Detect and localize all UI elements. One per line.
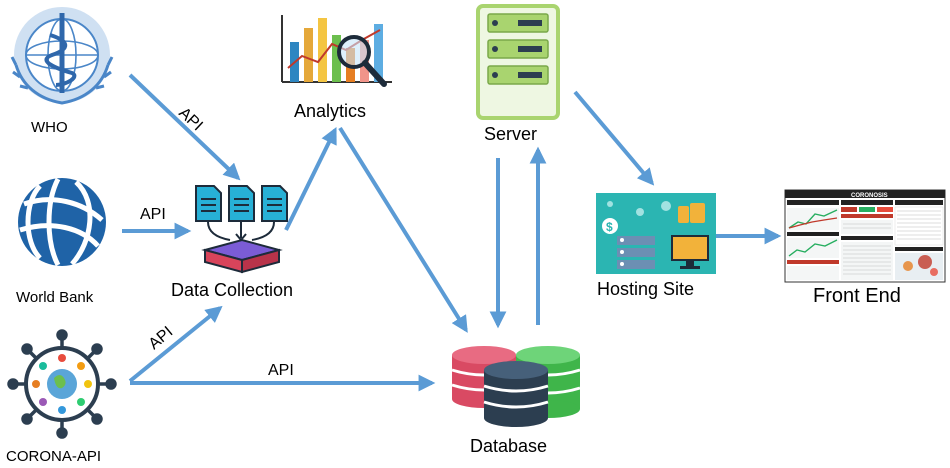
document-icon (228, 185, 255, 222)
database-label: Database (470, 436, 548, 456)
arrow-corona-to-collection (128, 305, 223, 383)
front-end-dashboard-icon: CORONOSIS (784, 189, 946, 283)
data-collection-icon (195, 185, 288, 274)
hosting-site-label: Hosting Site (597, 279, 695, 299)
who-logo-icon (10, 7, 114, 105)
arrow-server-to-hosting (573, 90, 655, 186)
world-bank-globe-icon (18, 177, 106, 267)
corona-virus-icon (7, 329, 117, 439)
document-icon (261, 185, 288, 222)
front-end-label: Front End (813, 285, 901, 307)
analytics-chart-icon (281, 15, 392, 87)
dashboard-title: CORONOSIS (851, 193, 888, 199)
arrow-who-to-collection (128, 73, 241, 181)
svg-text:$: $ (606, 220, 613, 234)
edge-label-corona-database: API (268, 362, 294, 379)
database-icon (451, 346, 581, 427)
arrow-collection-to-analytics (284, 126, 337, 231)
world-bank-label: World Bank (16, 289, 94, 306)
hosting-site-icon: $ (596, 193, 716, 274)
server-label: Server (484, 124, 538, 144)
edge-label-who: API (175, 104, 205, 134)
who-label: WHO (31, 119, 68, 136)
arrows (122, 73, 782, 392)
server-icon (476, 4, 560, 120)
dollar-icon: $ (602, 218, 618, 234)
database-cylinder-navy (483, 361, 549, 427)
document-icon (195, 185, 222, 222)
arrow-analytics-to-database (338, 126, 468, 333)
analytics-label: Analytics (294, 101, 367, 121)
edge-label-worldbank: API (140, 206, 166, 223)
data-collection-label: Data Collection (171, 280, 294, 300)
corona-api-label: CORONA-API (6, 448, 102, 465)
